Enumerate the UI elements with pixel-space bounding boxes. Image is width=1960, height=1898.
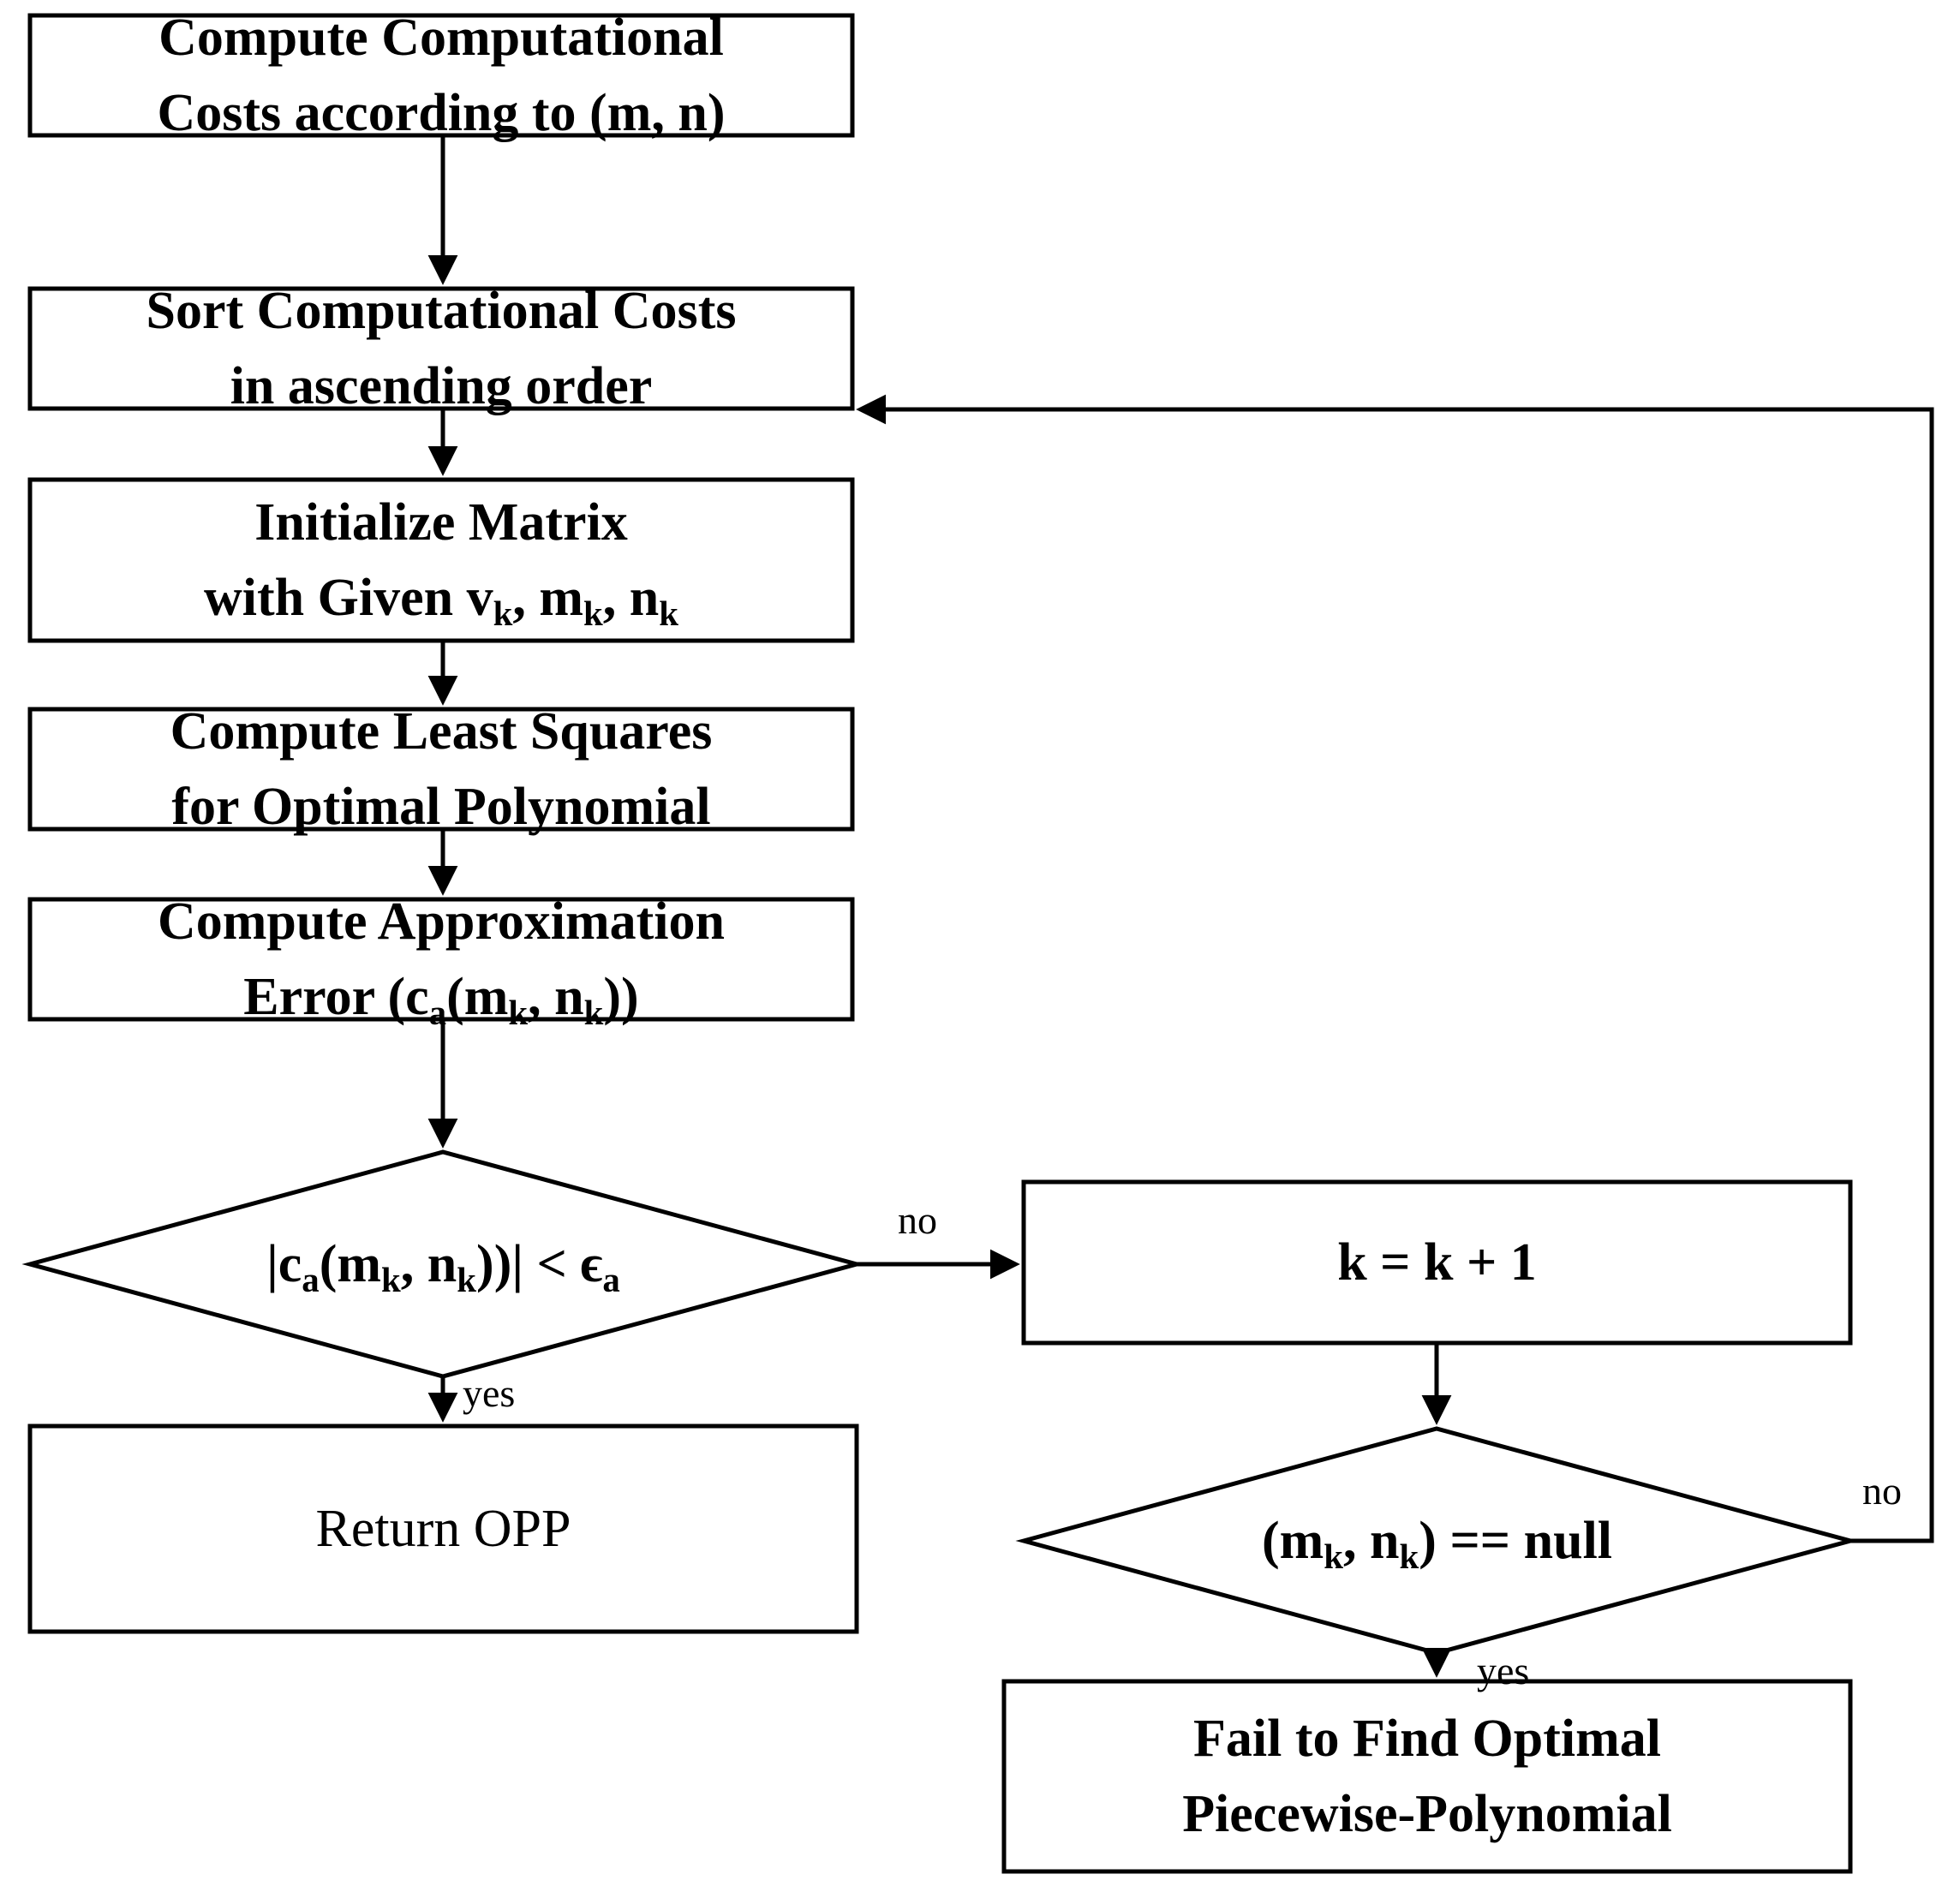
node-approximation-error[interactable]	[27, 897, 855, 1022]
node-null-check[interactable]	[1015, 1426, 1859, 1656]
edge-label-error-check-no: no	[898, 1198, 937, 1242]
node-least-squares[interactable]	[27, 707, 855, 832]
node-error-check[interactable]	[21, 1149, 865, 1379]
node-return-opp[interactable]	[27, 1424, 859, 1634]
edge-label-null-check-yes: yes	[1477, 1649, 1530, 1692]
node-initialize-matrix[interactable]	[27, 477, 855, 643]
node-fail-message[interactable]	[1001, 1679, 1853, 1874]
node-compute-costs[interactable]	[27, 13, 855, 138]
edge-label-null-check-no: no	[1862, 1469, 1902, 1513]
edge-null-no-to-initialize	[856, 394, 1934, 1543]
node-sort-costs[interactable]	[27, 286, 855, 411]
edge-label-error-check-yes: yes	[463, 1371, 516, 1415]
node-increment-k[interactable]	[1021, 1179, 1853, 1346]
